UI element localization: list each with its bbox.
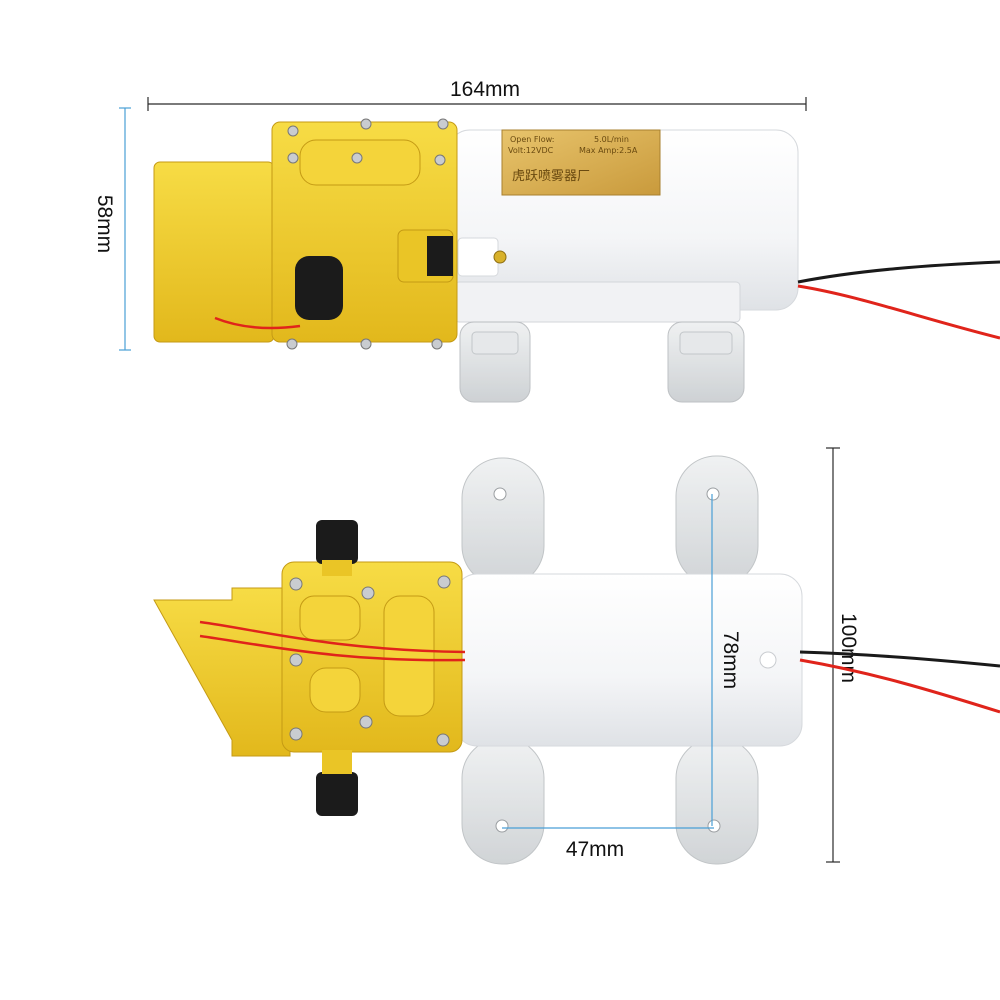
mount-spacing-short-dimension: 47mm [502,827,714,861]
width-dimension: 100mm [826,447,860,863]
pressure-switch-top [153,587,291,757]
mount-foot-bottom-left [461,737,545,865]
label-flow-value: 5.0L/min [594,135,629,144]
height-dimension: 58mm [93,107,131,351]
width-label: 100mm [837,613,860,683]
screw-icon [431,338,443,350]
top-view-pump: 100mm [153,447,1000,865]
wire-red-top [799,658,1000,714]
mount-foot-left [459,321,531,403]
spec-label-plate: Open Flow: 5.0L/min Volt:12VDC Max Amp:2… [501,129,661,196]
pump-head-top [153,520,466,816]
screw-icon [287,125,299,137]
outlet-gasket [427,236,453,276]
screw-icon [351,152,363,164]
motor-vent-hole [759,651,777,669]
mount-foot-top-right [675,455,759,587]
screw-icon [436,733,450,747]
valve-chamber-lower [309,667,361,713]
pressure-switch-housing [153,161,275,343]
screw-icon [437,575,451,589]
screw-icon [289,727,303,741]
mount-foot-top-left [461,457,545,587]
label-plate-background [501,129,661,196]
diaphragm-chamber [383,595,435,717]
outlet-neck [322,750,352,774]
mount-spacing-long-label: 78mm [719,631,742,689]
mount-foot-right [667,321,745,403]
screw-icon [360,118,372,130]
wire-black-top [799,650,1000,668]
label-max-amp: Max Amp:2.5A [579,146,638,155]
pump-head [153,118,507,350]
pump-wire-red-1 [199,620,466,654]
outlet-cap-bottom [316,772,358,816]
length-dimension: 164mm [147,78,807,111]
screw-icon [289,653,303,667]
pump-wire-red-2 [199,634,466,662]
length-label: 164mm [450,78,520,101]
label-maker: 虎跃喷雾器厂 [512,169,590,184]
screw-icon [361,586,375,600]
height-label: 58mm [93,195,116,253]
motor-body-top [454,573,803,747]
label-voltage: Volt:12VDC [508,146,554,155]
terminal-block [457,237,499,277]
screw-icon [437,118,449,130]
screw-icon [289,577,303,591]
screw-icon [287,152,299,164]
switch-wire-red [214,316,301,330]
inlet-port-cap [295,256,343,320]
screw-icon [434,154,446,166]
screw-icon [360,338,372,350]
inlet-neck [322,560,352,576]
label-open-flow: Open Flow: [510,135,554,144]
mount-spacing-long-dimension: 78mm [711,494,742,826]
screw-icon [286,338,298,350]
mount-spacing-short-label: 47mm [566,838,624,861]
motor-base-rail [454,281,741,323]
screw-icon [359,715,373,729]
valve-chamber [299,595,361,641]
side-view-pump: 164mm 58mm Open Flow: 5.0L/min Volt:12VD… [93,78,1000,403]
inlet-cap-top [316,520,358,564]
terminal-screw [493,250,507,264]
wire-red [797,284,1000,340]
mount-foot-bottom-right [675,737,759,865]
wire-black [797,260,1000,284]
